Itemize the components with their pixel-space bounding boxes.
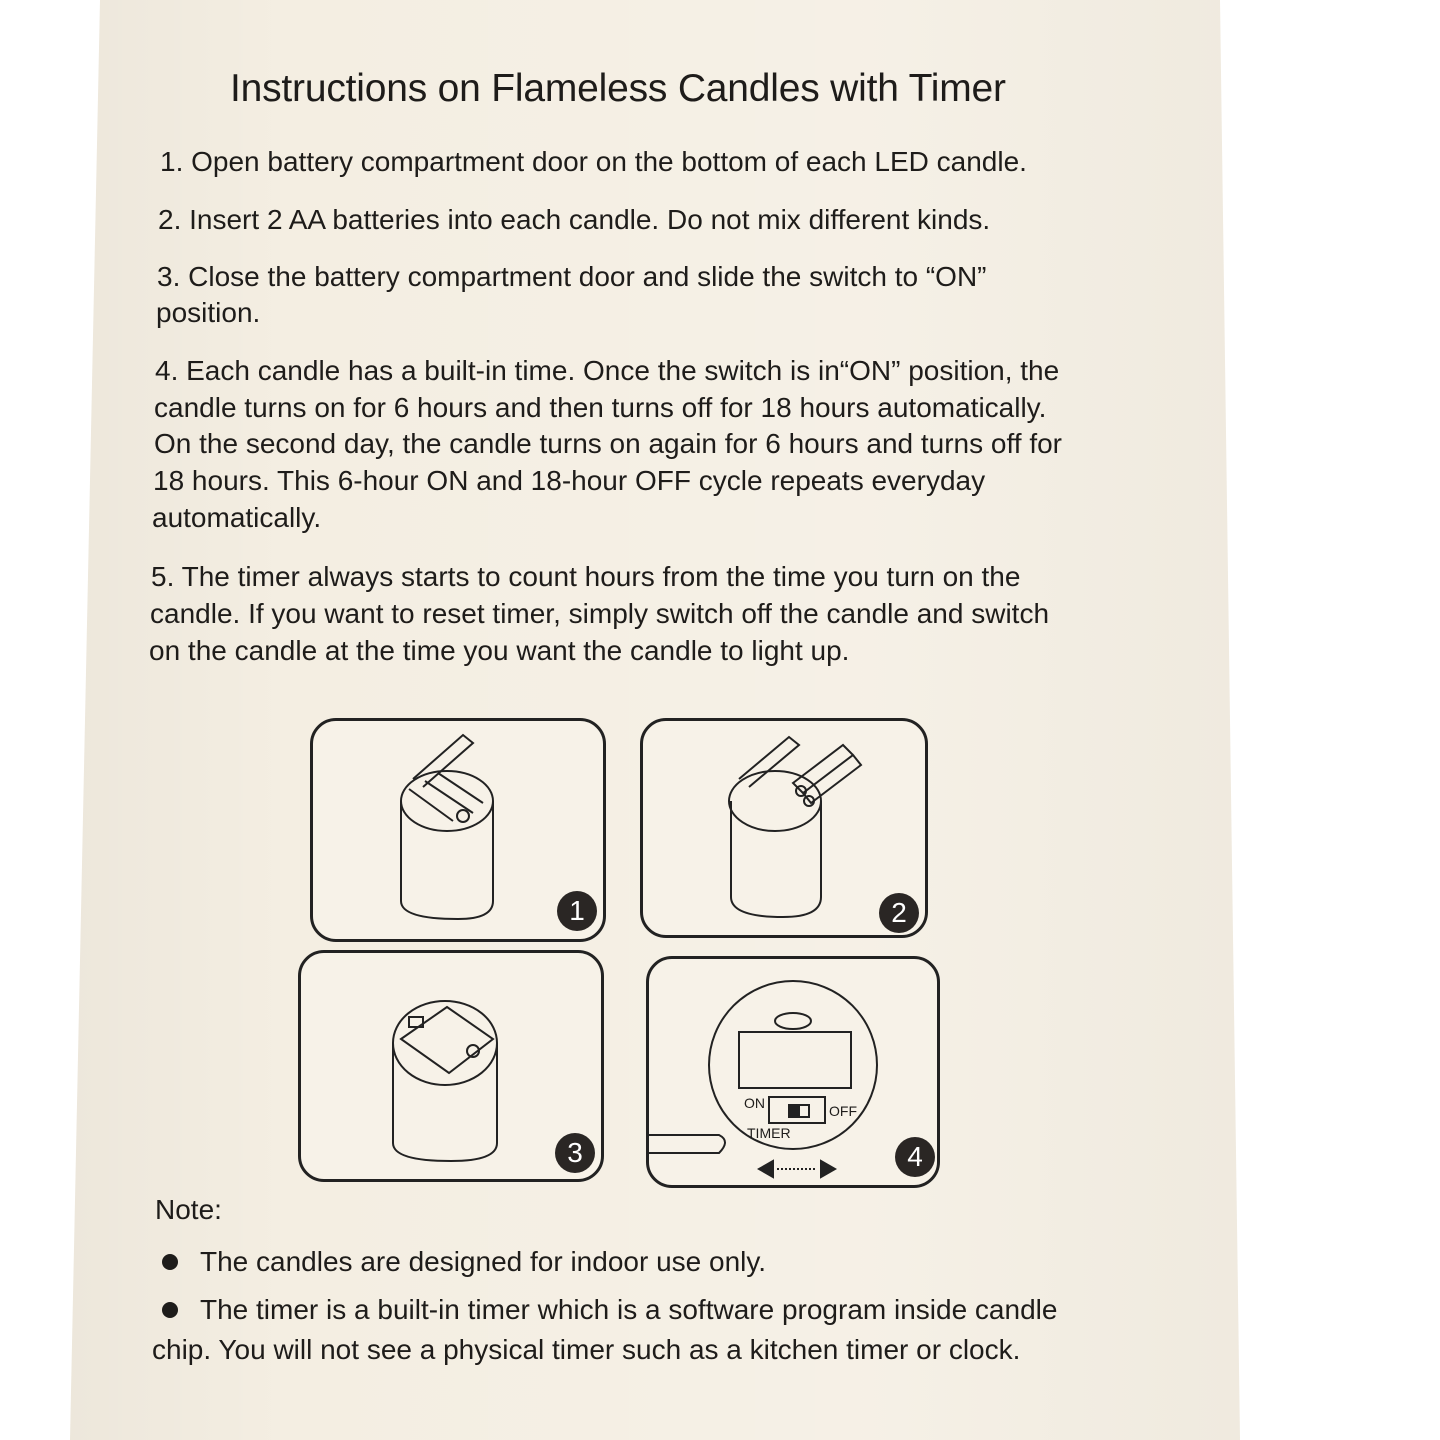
note-text-continued: chip. You will not see a physical timer … [152, 1334, 1021, 1365]
page-title: Instructions on Flameless Candles with T… [230, 67, 1006, 110]
note-text: The timer is a built-in timer which is a… [200, 1294, 1058, 1325]
step-1-line: 1. Open battery compartment door on the … [160, 146, 1027, 177]
figure-insert-batteries: 2 [640, 718, 928, 938]
switch-off-label: OFF [829, 1103, 857, 1119]
step-5-line: candle. If you want to reset timer, simp… [150, 598, 1050, 629]
switch-timer-label: TIMER [747, 1125, 791, 1141]
step-4-line: On the second day, the candle turns on a… [154, 428, 1062, 459]
step-5-line: 5. The timer always starts to count hour… [151, 561, 1021, 592]
step-5-line: on the candle at the time you want the c… [149, 635, 850, 666]
figure-number-1: 1 [557, 891, 597, 931]
step-2-line: 2. Insert 2 AA batteries into each candl… [158, 204, 991, 235]
bullet-icon [162, 1253, 178, 1270]
figure-number-3: 3 [555, 1133, 595, 1173]
step-3-line: position. [156, 297, 261, 328]
figure-open-door: 1 [310, 718, 606, 942]
figure-switch-on: ON OFF TIMER 4 [646, 956, 940, 1188]
step-3-line: 3. Close the battery compartment door an… [157, 261, 987, 292]
figure-number-4: 4 [895, 1137, 935, 1177]
step-4-line: 4. Each candle has a built-in time. Once… [155, 355, 1060, 386]
figure-close-door: 3 [298, 950, 604, 1182]
note-bullet-2: The timer is a built-in timer which is a… [162, 1294, 1057, 1326]
bullet-icon [162, 1301, 178, 1318]
step-4-line: candle turns on for 6 hours and then tur… [154, 392, 1047, 423]
candle-closed-door-illustration [392, 1000, 498, 1163]
candle-batteries-illustration [728, 735, 863, 919]
step-4-line: automatically. [152, 502, 322, 533]
switch-on-label: ON [744, 1095, 765, 1111]
note-bullet-1: The candles are designed for indoor use … [162, 1246, 766, 1278]
step-4-line: 18 hours. This 6-hour ON and 18-hour OFF… [153, 465, 986, 496]
candle-bottom-switch-illustration [649, 980, 878, 1179]
candle-open-door-illustration [400, 733, 494, 921]
note-text: The candles are designed for indoor use … [200, 1246, 767, 1277]
figure-number-2: 2 [879, 893, 919, 933]
note-label: Note: [155, 1194, 222, 1225]
